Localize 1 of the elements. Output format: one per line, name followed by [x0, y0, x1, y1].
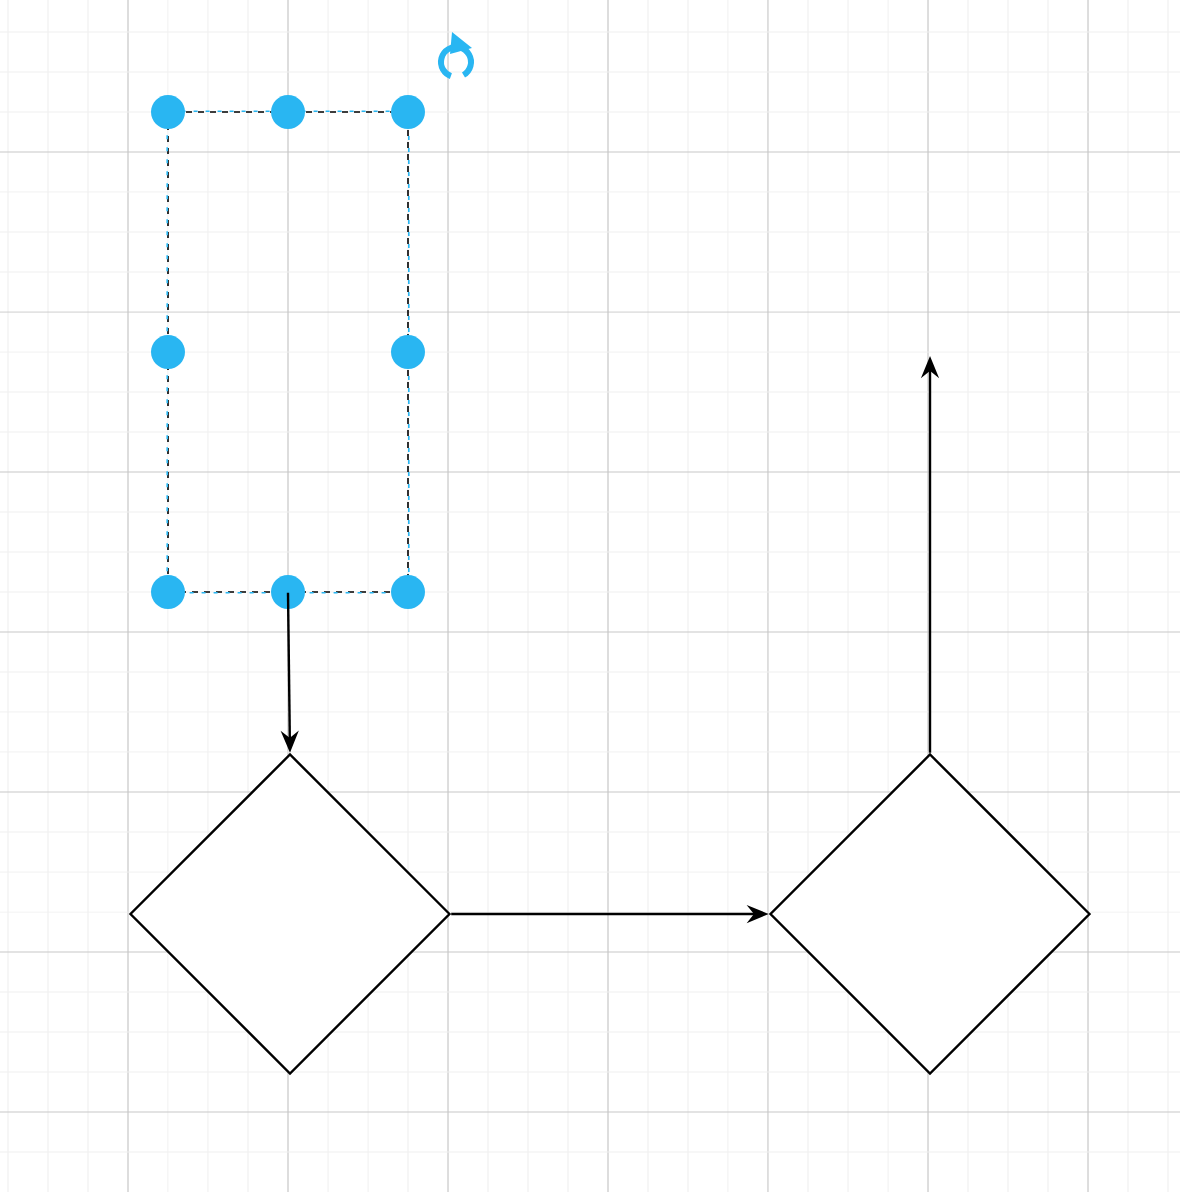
selected-box — [166, 110, 410, 594]
